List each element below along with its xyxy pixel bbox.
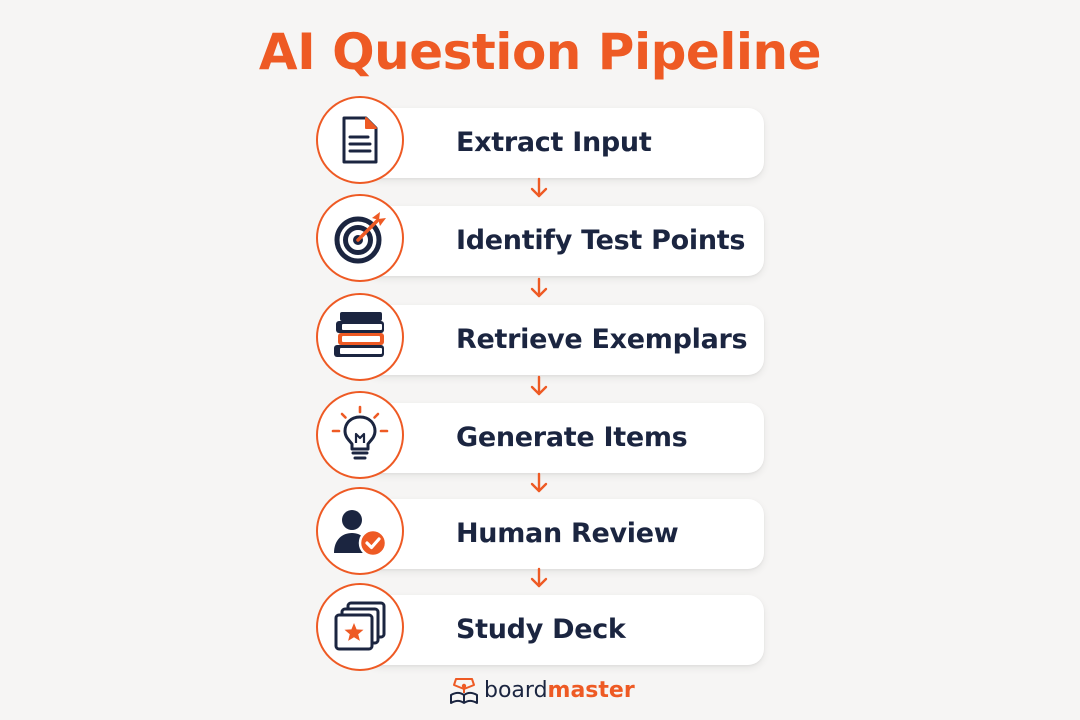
step-label: Identify Test Points (456, 225, 746, 256)
target-icon (334, 212, 386, 264)
step-label: Retrieve Exemplars (456, 324, 748, 355)
step-card: Identify Test Points (364, 206, 764, 276)
brand-name-part1: board (484, 678, 548, 703)
arrow-down-icon (530, 177, 548, 198)
step-study-deck: Study Deck (316, 583, 768, 675)
books-icon (334, 312, 384, 357)
step-identify-test-points: Identify Test Points (316, 194, 768, 286)
lightbulb-icon (331, 405, 389, 460)
step-card: Human Review (364, 499, 764, 569)
step-label: Study Deck (456, 614, 626, 645)
step-icon-badge (316, 293, 404, 381)
step-label: Human Review (456, 518, 679, 549)
arrow-down-icon (530, 277, 548, 298)
cards-icon (334, 601, 386, 651)
arrow-down-icon (530, 375, 548, 396)
step-icon-badge (316, 487, 404, 575)
arrow-down-icon (530, 567, 548, 588)
step-generate-items: Generate Items (316, 391, 768, 483)
step-label: Generate Items (456, 422, 688, 453)
page-title: AI Question Pipeline (258, 23, 822, 81)
step-human-review: Human Review (316, 487, 768, 579)
brand-name-part2: master (547, 678, 635, 703)
step-label: Extract Input (456, 127, 652, 158)
step-icon-badge (316, 96, 404, 184)
step-card: Study Deck (364, 595, 764, 665)
step-extract-input: Extract Input (316, 96, 768, 188)
arrow-down-icon (530, 472, 548, 493)
user-check-icon (334, 510, 388, 558)
step-icon-badge (316, 583, 404, 671)
step-card: Retrieve Exemplars (364, 305, 764, 375)
step-retrieve-exemplars: Retrieve Exemplars (316, 293, 768, 385)
logo-icon (450, 678, 478, 704)
step-icon-badge (316, 391, 404, 479)
document-icon (342, 116, 378, 164)
step-card: Generate Items (364, 403, 764, 473)
step-card: Extract Input (364, 108, 764, 178)
step-icon-badge (316, 194, 404, 282)
